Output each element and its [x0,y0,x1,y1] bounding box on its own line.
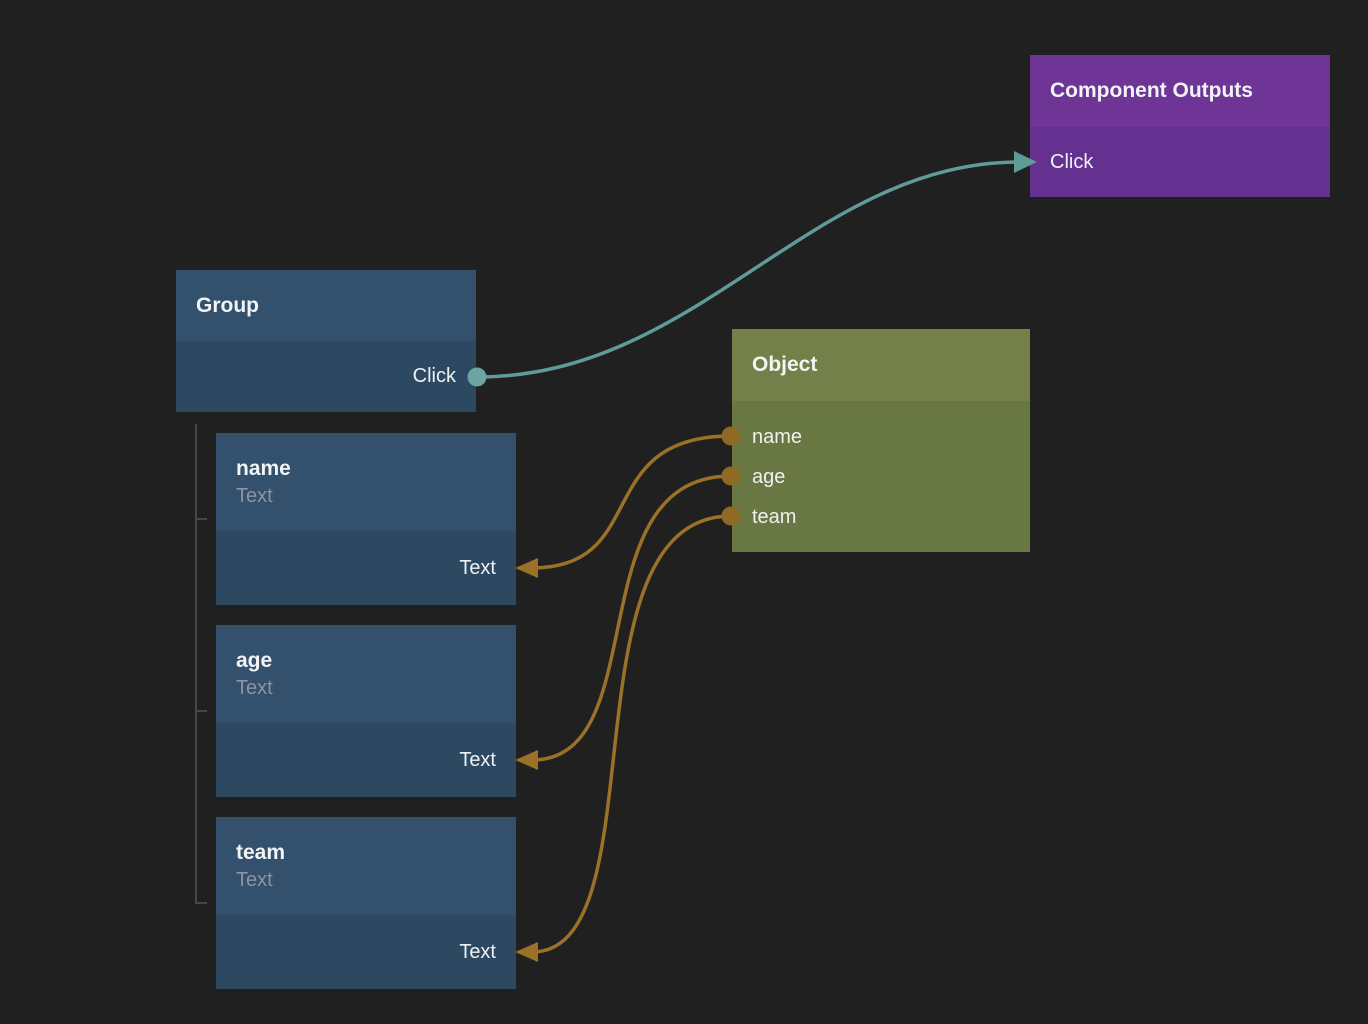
node-field-team-header[interactable]: team Text [216,817,516,915]
arrow-head-icon [515,750,538,770]
group-click-output-row[interactable]: Click [176,341,476,412]
node-object[interactable]: Object name age team [732,329,1030,552]
name-text-input-row[interactable]: Text [216,531,516,605]
object-team-output-row[interactable]: team [732,497,1030,537]
tree-tick-age [195,710,207,712]
node-field-age-body: Text [216,723,516,797]
age-text-input-row[interactable]: Text [216,723,516,797]
object-age-output-row[interactable]: age [732,457,1030,497]
team-text-input-label: Text [459,940,496,963]
component-outputs-click-input-row[interactable]: Click [1030,127,1330,197]
name-text-input-label: Text [459,556,496,579]
wire-object-team[interactable] [530,514,733,954]
node-group[interactable]: Group Click [176,270,476,412]
node-object-title: Object [752,353,818,376]
node-field-name-title: name [236,457,291,480]
node-field-name-type: Text [236,485,273,507]
wire-object-age[interactable] [530,474,733,762]
object-name-output-label: name [752,425,803,448]
node-component-outputs-title: Component Outputs [1050,79,1253,102]
node-field-team[interactable]: team Text Text [216,817,516,989]
node-object-header[interactable]: Object [732,329,1030,401]
age-text-input-label: Text [459,748,496,771]
node-component-outputs-header[interactable]: Component Outputs [1030,55,1330,127]
node-field-name-header[interactable]: name Text [216,433,516,531]
group-click-output-label: Click [412,365,456,387]
component-outputs-click-input-label: Click [1050,150,1094,173]
node-component-outputs[interactable]: Component Outputs Click [1030,55,1330,197]
arrow-head-icon [515,558,538,578]
group-children-tree-line [195,424,197,904]
node-field-team-body: Text [216,915,516,989]
object-age-output-label: age [752,465,786,488]
node-group-body: Click [176,341,476,412]
node-field-name-body: Text [216,531,516,605]
node-group-header[interactable]: Group [176,270,476,341]
node-field-name[interactable]: name Text Text [216,433,516,605]
node-group-title: Group [196,293,259,317]
node-object-body: name age team [732,401,1030,552]
node-field-age-header[interactable]: age Text [216,625,516,723]
node-field-age[interactable]: age Text Text [216,625,516,797]
object-name-output-row[interactable]: name [732,417,1030,457]
node-component-outputs-body: Click [1030,127,1330,197]
arrow-head-icon [515,942,538,962]
node-field-team-type: Text [236,869,273,891]
team-text-input-row[interactable]: Text [216,915,516,989]
tree-tick-team [195,902,207,904]
object-team-output-label: team [752,505,797,528]
node-field-age-title: age [236,649,273,672]
tree-tick-name [195,518,207,520]
node-field-team-title: team [236,841,286,864]
wire-object-name[interactable] [530,434,733,570]
node-field-age-type: Text [236,677,273,699]
